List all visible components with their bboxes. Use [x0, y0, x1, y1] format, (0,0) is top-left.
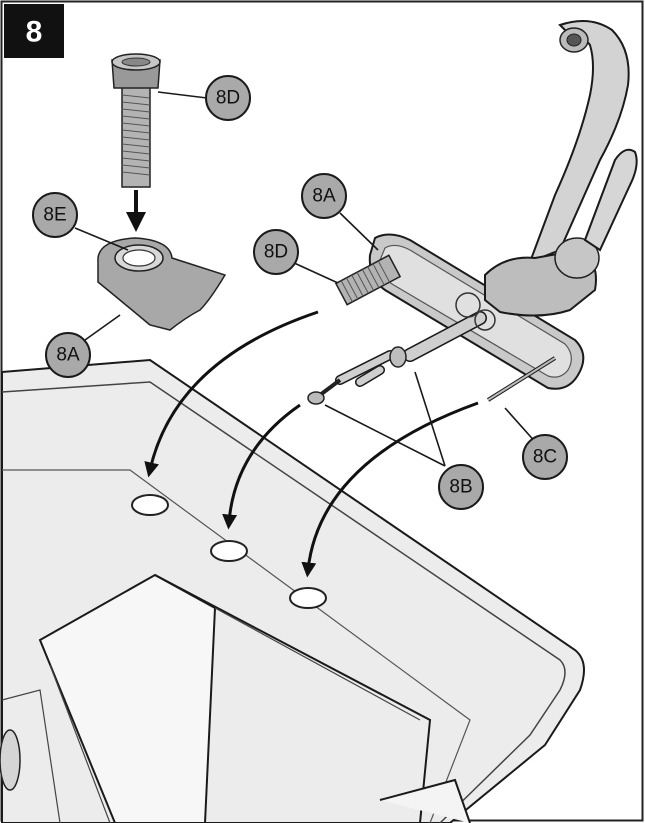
leader-lines — [74, 91, 539, 467]
sink-holes — [131, 494, 327, 609]
callout-8d-top: 8D — [205, 75, 251, 121]
arrow-to-right-hole — [301, 401, 479, 578]
callout-label: 8B — [449, 477, 472, 498]
gasket-hole — [122, 249, 156, 267]
routing-arrows — [144, 310, 479, 578]
arrow-to-left-hole — [144, 310, 319, 478]
sink-hole-center — [210, 540, 248, 562]
step-number-badge: 8 — [4, 4, 64, 58]
callout-8a-right: 8A — [301, 173, 347, 219]
sink-hole-left — [131, 494, 169, 516]
callout-8d-right: 8D — [253, 229, 299, 275]
callout-8b: 8B — [438, 464, 484, 510]
callout-8c: 8C — [522, 434, 568, 480]
callout-label: 8D — [216, 88, 240, 109]
step-number: 8 — [26, 16, 43, 49]
sink-basin-wall — [38, 573, 217, 823]
arrow-to-center-hole — [222, 403, 301, 530]
callout-8e: 8E — [32, 192, 78, 238]
sink-hole-right — [289, 587, 327, 609]
faucet-spout — [528, 20, 630, 264]
faucet-handle — [583, 148, 638, 252]
callout-label: 8C — [533, 447, 557, 468]
sink-deck — [0, 358, 585, 823]
faucet-assembly — [307, 20, 638, 405]
callout-label: 8A — [56, 345, 80, 366]
bolt-8d-detail — [111, 53, 161, 188]
callout-8a-left: 8A — [45, 332, 91, 378]
gasket-8a-detail — [97, 237, 227, 331]
callout-label: 8D — [264, 242, 288, 263]
callout-label: 8A — [312, 186, 336, 207]
callout-label: 8E — [43, 205, 66, 226]
